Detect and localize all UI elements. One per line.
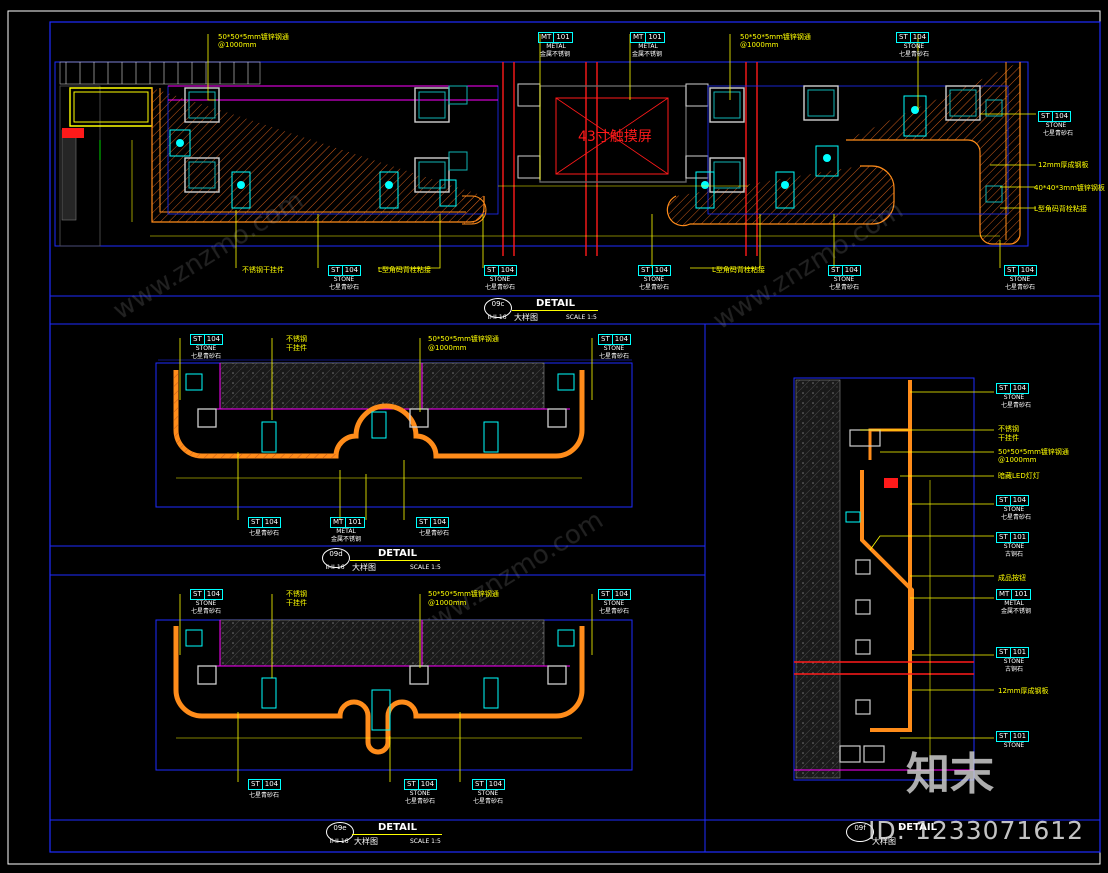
detail-09e xyxy=(155,619,633,771)
detail-symbol-09c: 09c xyxy=(484,298,512,318)
note-galv: 50*50*5mm镀锌钢通 xyxy=(740,33,811,41)
detail-scale: SCALE 1:5 xyxy=(566,314,597,321)
detail-09d xyxy=(155,359,633,508)
top-leaders xyxy=(207,34,1036,269)
detail-symbol-09d: 09d xyxy=(322,548,350,568)
detail-title: DETAIL xyxy=(536,298,576,309)
watermark-logo: 知末 xyxy=(906,749,994,800)
note-galv: 50*50*5mm镀锌钢通 xyxy=(428,335,499,343)
note-led: 暗藏LED灯灯 xyxy=(998,472,1040,480)
sheet-border xyxy=(49,21,1101,853)
detail-subtitle: 大样图 xyxy=(514,313,538,322)
watermark-id: ID: 1233071612 xyxy=(868,816,1085,845)
note-l-angle: L型角码背栓粘接 xyxy=(378,266,431,274)
note-galv-pitch: @1000mm xyxy=(428,344,467,352)
note-galv-small: 40*40*3mm镀锌钢板 xyxy=(1034,184,1105,192)
note-ss-hanger-a: 不锈钢 xyxy=(286,335,307,343)
detail-sheet-ref: II-II-16 xyxy=(487,314,507,321)
note-galv: 50*50*5mm镀锌钢通 xyxy=(218,33,289,41)
touch-screen-label: 43寸触摸屏 xyxy=(578,129,652,145)
note-galv-pitch: @1000mm xyxy=(740,41,779,49)
note-board12: 12mm厚成钢板 xyxy=(1038,161,1089,169)
tag-mt101-name: 金属不锈钢 xyxy=(539,51,570,58)
note-ss-hanger: 不锈钢干挂件 xyxy=(242,266,284,274)
note-ss-hanger-b: 干挂件 xyxy=(286,344,307,352)
note-l-angle: L型角码背栓粘接 xyxy=(712,266,765,274)
detail-symbol-09e: 09e xyxy=(326,822,354,842)
note-finished-button: 成品按钮 xyxy=(998,574,1026,582)
detail-09f-section xyxy=(793,377,975,781)
detail-symbol-09f: 09f xyxy=(846,822,874,842)
detail-09c-plan: 43寸触摸屏 xyxy=(54,61,1029,256)
note-galv-pitch: @1000mm xyxy=(218,41,257,49)
tag-mt101-type: METAL xyxy=(546,43,566,50)
note-l-angle: L型角码背栓粘接 xyxy=(1034,205,1087,213)
